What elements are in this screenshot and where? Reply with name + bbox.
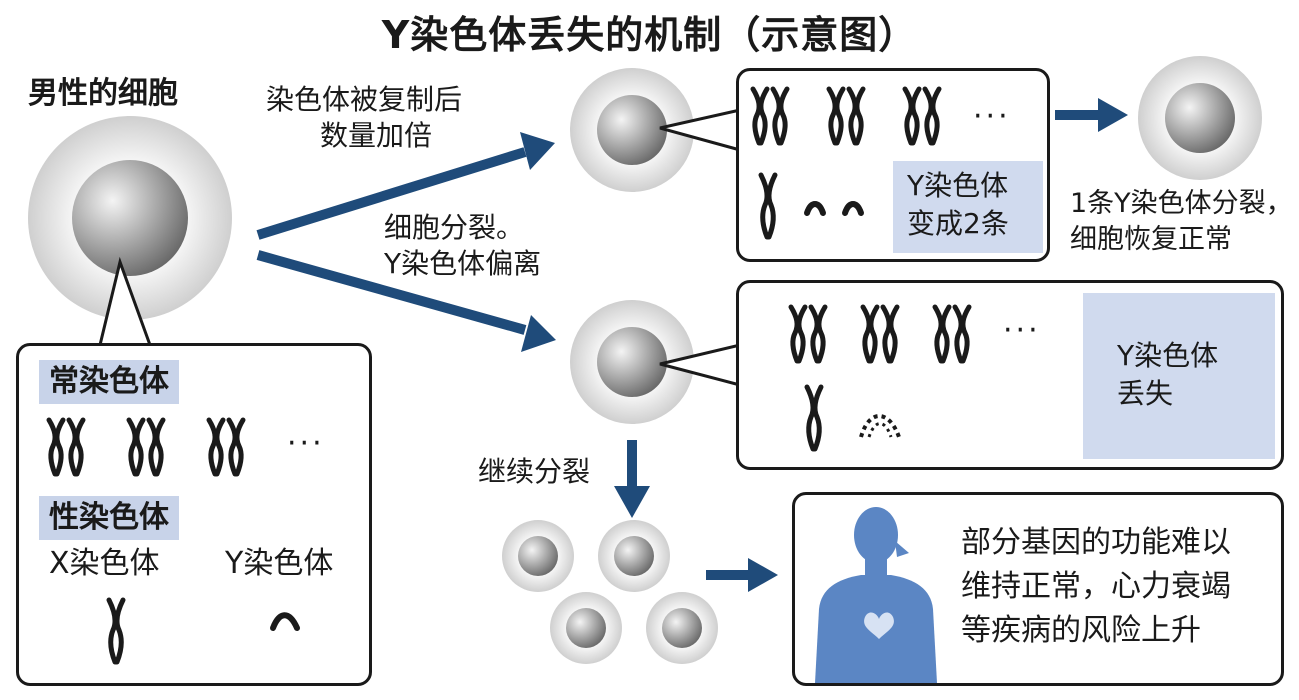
top-branch-cell: [570, 68, 694, 192]
top-sex-chromosomes: [753, 169, 864, 249]
continue-dividing-label: 继续分裂: [478, 455, 591, 488]
outcome-line3: 等疾病的风险上升: [961, 613, 1201, 648]
bottom-branch-label-line2: Y染色体偏离: [384, 247, 542, 280]
bottom-autosome-chromosomes: [787, 303, 1027, 373]
bottom-chromosome-box: ··· Y染色体 丢失: [736, 280, 1284, 470]
recovery-line1: 1条Y染色体分裂，: [1070, 188, 1293, 219]
bottom-sex-chromosomes: [799, 383, 901, 463]
arrow-to-outcome: [706, 558, 778, 592]
top-note-highlight: Y染色体 变成2条: [893, 161, 1043, 253]
bottom-branch-label-line1: 细胞分裂。: [384, 211, 525, 244]
sex-chromosome-tag: 性染色体: [39, 496, 179, 540]
outcome-box: 部分基因的功能难以 维持正常，心力衰竭 等疾病的风险上升: [792, 492, 1284, 686]
arrow-continue-dividing: [614, 440, 650, 518]
daughter-cells: [502, 520, 718, 664]
bottom-note-line2: 丢失: [1117, 377, 1174, 410]
x-chromosome-icon: [99, 594, 139, 674]
autosome-tag: 常染色体: [39, 360, 179, 404]
arrow-to-bottom-branch: [256, 250, 556, 352]
recovered-cell: [1138, 56, 1262, 180]
top-branch-label-line2: 数量加倍: [320, 119, 433, 152]
arrow-to-top-branch: [256, 132, 555, 240]
top-branch-label-line1: 染色体被复制后: [266, 83, 463, 116]
human-silhouette-icon: [815, 507, 937, 683]
y-chromosome-label: Y染色体: [225, 546, 334, 581]
male-cell-label: 男性的细胞: [28, 76, 178, 111]
outcome-line1: 部分基因的功能难以: [961, 525, 1231, 560]
male-cell: [28, 116, 232, 320]
autosome-ellipsis: ···: [287, 426, 325, 461]
bottom-note-highlight: Y染色体 丢失: [1083, 293, 1275, 459]
top-note-line1: Y染色体: [907, 169, 1009, 202]
bottom-ellipsis: ···: [1003, 313, 1041, 348]
recovery-line2: 细胞恢复正常: [1070, 224, 1232, 255]
top-note-line2: 变成2条: [907, 207, 1009, 240]
top-autosome-chromosomes: [749, 85, 979, 155]
x-chromosome-label: X染色体: [49, 546, 160, 581]
bottom-note-line1: Y染色体: [1117, 339, 1219, 372]
y-chromosome-icon: [270, 612, 300, 631]
top-ellipsis: ···: [973, 99, 1011, 134]
male-chromosome-box: 常染色体 ··· 性染色体 X染色体 Y染色体: [16, 343, 372, 686]
top-chromosome-box: ··· Y染色体 变成2条: [736, 68, 1050, 262]
arrow-to-recovered-cell: [1055, 98, 1128, 132]
page-title: Y染色体丢失的机制（示意图）: [381, 13, 918, 57]
outcome-line2: 维持正常，心力衰竭: [961, 569, 1231, 604]
bottom-branch-cell: [570, 300, 694, 424]
